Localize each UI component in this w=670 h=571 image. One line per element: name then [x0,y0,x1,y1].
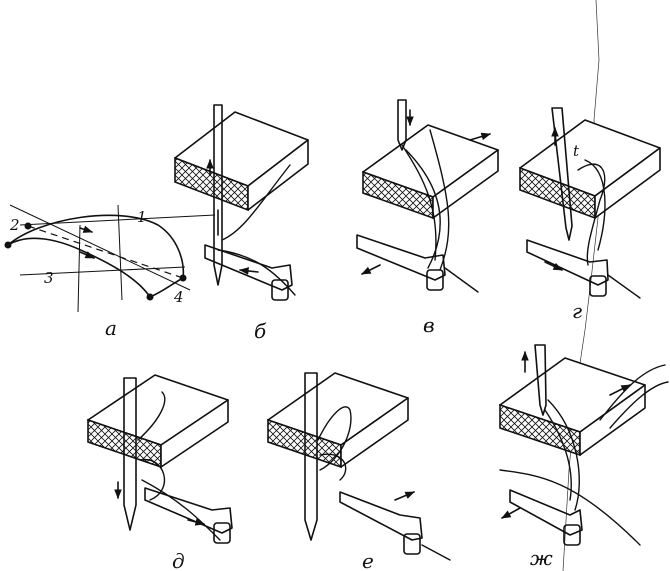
panel-b-illustration [174,104,309,301]
panel-label-zh: ж [530,546,553,570]
panel-d-illustration [87,374,233,544]
panel-label-e: е [362,549,374,571]
panel-e-illustration [267,372,451,561]
scan-crack-line [562,0,601,571]
point-2 [24,222,32,230]
point-right [179,274,187,282]
panel-label-d: д [172,549,185,571]
loop-marker: t [573,142,580,160]
point-left [4,241,12,249]
panel-label-v: в [423,313,435,337]
panel-zh-illustration [499,344,669,546]
number-4: 4 [173,288,184,306]
panel-v-illustration [356,99,499,293]
number-3: 3 [44,269,54,287]
panel-a-diagram [4,204,216,313]
panel-label-a: а [105,316,117,340]
number-1: 1 [137,208,147,226]
number-2: 2 [9,216,20,234]
panel-g-illustration [519,107,661,299]
panel-label-g: г [572,299,582,323]
panel-label-b: б [254,319,267,343]
point-4 [146,293,154,301]
